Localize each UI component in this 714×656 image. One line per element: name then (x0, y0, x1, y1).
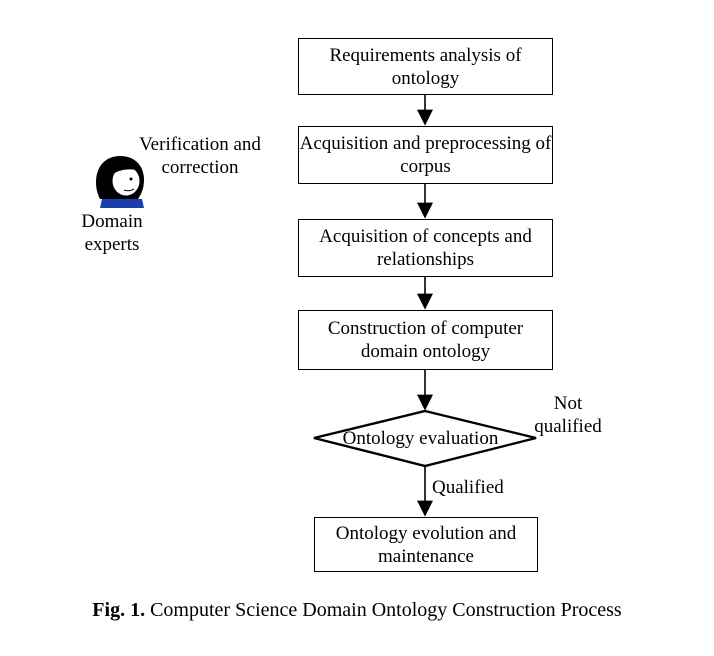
node-evaluation-label: Ontology evaluation (342, 428, 499, 449)
caption-text: Computer Science Domain Ontology Constru… (150, 599, 622, 621)
node-acquisition-concepts: Acquisition of concepts and relationship… (298, 219, 553, 277)
node-requirements-label: Requirements analysis of ontology (329, 44, 522, 89)
node-construction: Construction of computer domain ontology (298, 310, 553, 370)
node-requirements: Requirements analysis of ontology (298, 38, 553, 95)
figure-caption: Fig. 1. Computer Science Domain Ontology… (0, 599, 714, 622)
verification-label: Verification and correction (139, 134, 261, 178)
node-evolution-label: Ontology evolution and maintenance (335, 522, 517, 567)
domain-experts-label: Domain experts (81, 211, 143, 255)
person-head-icon (96, 156, 144, 208)
evaluation-diamond (313, 409, 537, 468)
not-qualified-label: Not qualified (534, 393, 602, 437)
node-construction-label: Construction of computer domain ontology (327, 318, 524, 362)
node-acquisition-corpus: Acquisition and preprocessing of corpus (298, 126, 553, 184)
node-evolution: Ontology evolution and maintenance (314, 517, 538, 572)
caption-prefix: Fig. 1. (92, 599, 146, 621)
node-acquisition-corpus-label: Acquisition and preprocessing of corpus (299, 133, 552, 177)
qualified-label: Qualified (432, 477, 504, 498)
node-acquisition-concepts-label: Acquisition of concepts and relationship… (319, 226, 532, 270)
